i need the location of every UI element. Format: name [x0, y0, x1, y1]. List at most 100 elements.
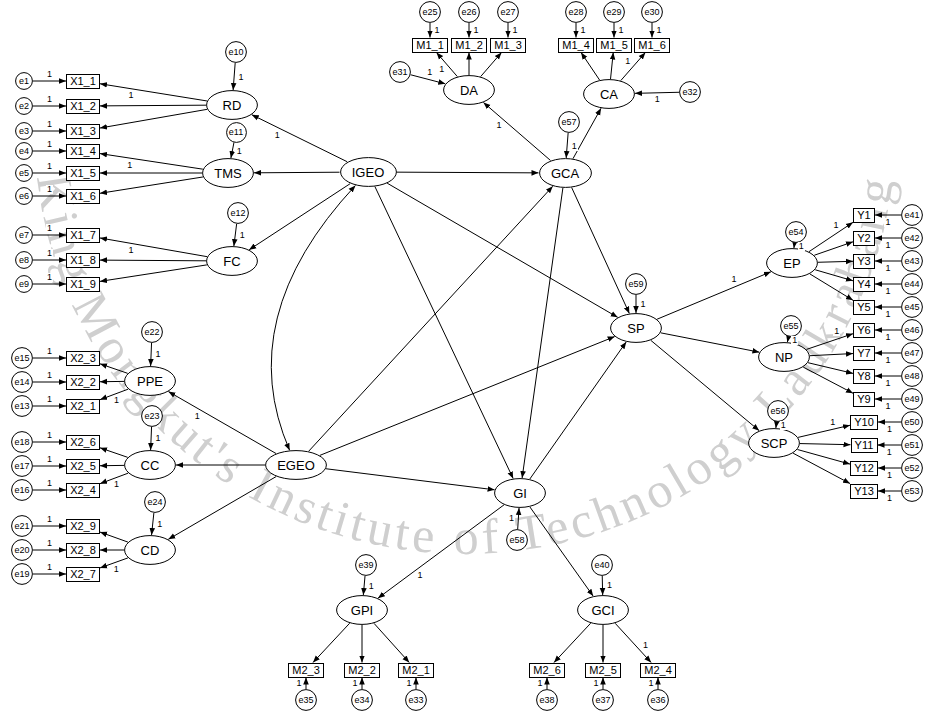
path-weight: 1 [368, 582, 375, 591]
path-arrow [875, 261, 901, 262]
path-arrow [775, 422, 777, 428]
node-label: M2_6 [533, 665, 561, 676]
node-label: X1_6 [70, 191, 96, 202]
error-circle: e45 [901, 296, 923, 318]
path-arrow [254, 172, 340, 174]
latent-ellipse: TMS [202, 158, 254, 188]
node-label: e44 [904, 280, 919, 289]
node-label: e11 [229, 128, 243, 137]
indicator-box: X2_8 [66, 543, 100, 558]
error-circle: e51 [901, 434, 923, 456]
error-circle: e57 [558, 111, 580, 133]
path-weight: 1 [236, 147, 243, 156]
path-arrow [168, 477, 276, 540]
path-weight: 1 [46, 273, 53, 282]
path-weight: 1 [884, 379, 891, 388]
path-weight: 1 [238, 73, 245, 82]
indicator-box: Y3 [853, 254, 875, 269]
indicator-box: Y7 [853, 346, 875, 361]
node-label: e19 [14, 570, 29, 579]
node-label: X1_3 [70, 126, 96, 137]
path-weight: 1 [624, 57, 631, 66]
error-circle: e16 [11, 479, 33, 501]
path-arrow [100, 448, 128, 457]
node-label: X2_8 [70, 545, 96, 556]
node-label: e9 [19, 280, 29, 289]
path-weight: 1 [884, 356, 891, 365]
path-weight: 1 [886, 425, 893, 434]
path-arrow [231, 142, 234, 158]
path-weight: 1 [592, 679, 599, 688]
path-weight: 1 [155, 350, 162, 359]
node-label: DA [460, 84, 478, 97]
path-arrow [152, 513, 154, 535]
path-arrow [508, 23, 509, 38]
node-label: X2_9 [70, 521, 96, 532]
path-weight: 1 [791, 336, 798, 345]
path-arrow [547, 678, 548, 690]
error-circle: e4 [15, 142, 33, 160]
node-label: M1_6 [638, 40, 666, 51]
path-weight: 1 [46, 479, 53, 488]
path-arrow [875, 353, 901, 354]
indicator-box: X1_9 [66, 277, 100, 292]
error-circle: e55 [780, 315, 802, 337]
node-label: e43 [904, 257, 919, 266]
error-circle: e43 [901, 250, 923, 272]
path-weight: 1 [654, 95, 661, 104]
path-arrow [818, 261, 853, 263]
path-arrow [33, 235, 66, 236]
node-label: e4 [19, 147, 29, 156]
path-weight: 1 [155, 434, 162, 443]
path-arrow [566, 133, 568, 158]
node-label: X2_1 [70, 401, 96, 412]
path-weight: 1 [156, 520, 163, 529]
node-label: X2_5 [70, 461, 96, 472]
node-label: e7 [19, 231, 29, 240]
node-label: IGEO [352, 166, 385, 179]
node-label: X2_3 [70, 353, 96, 364]
path-arrow [100, 84, 207, 101]
path-weight: 1 [46, 70, 53, 79]
node-label: M1_4 [562, 40, 590, 51]
path-arrow [800, 444, 851, 445]
node-label: e15 [14, 354, 29, 363]
path-weight: 1 [472, 26, 479, 35]
indicator-box: Y5 [853, 300, 875, 315]
indicator-box: Y11 [851, 438, 878, 453]
path-arrow [603, 678, 604, 690]
node-label: e8 [19, 256, 29, 265]
path-arrow [530, 342, 626, 479]
path-arrow [787, 337, 788, 342]
path-arrow [33, 490, 66, 491]
node-label: M1_5 [600, 40, 628, 51]
path-arrow [233, 63, 235, 90]
error-circle: e2 [15, 97, 33, 115]
indicator-box: Y6 [853, 323, 875, 338]
path-weight: 1 [126, 161, 133, 170]
error-circle: e14 [11, 371, 33, 393]
node-label: e45 [904, 303, 919, 312]
path-arrow [554, 623, 591, 662]
path-arrow [658, 678, 659, 690]
path-arrow [33, 151, 66, 152]
path-arrow [375, 187, 513, 479]
node-label: X1_5 [70, 168, 96, 179]
path-arrow [808, 363, 853, 374]
path-arrow [615, 623, 651, 662]
path-weight: 1 [46, 515, 53, 524]
indicator-box: M1_3 [490, 38, 526, 53]
path-weight: 1 [884, 218, 891, 227]
error-circle: e10 [225, 41, 247, 63]
indicator-box: Y13 [850, 484, 878, 499]
node-label: Y8 [857, 371, 870, 382]
node-label: e55 [783, 322, 798, 331]
indicator-box: X2_4 [66, 483, 100, 498]
node-label: e27 [500, 8, 515, 17]
node-label: X2_2 [70, 377, 96, 388]
path-arrow [362, 678, 363, 690]
error-circle: e26 [458, 1, 480, 23]
path-weight: 1 [46, 563, 53, 572]
error-circle: e47 [901, 342, 923, 364]
